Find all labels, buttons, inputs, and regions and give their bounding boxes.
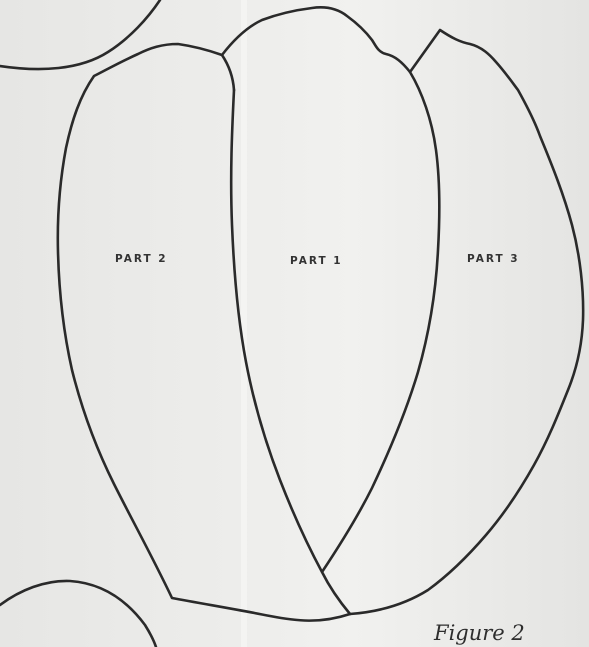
part-1-label: PART 1	[290, 255, 343, 267]
figure-caption: Figure 2	[433, 621, 525, 645]
part-3-label: PART 3	[467, 253, 520, 265]
part-2-label: PART 2	[115, 253, 168, 265]
